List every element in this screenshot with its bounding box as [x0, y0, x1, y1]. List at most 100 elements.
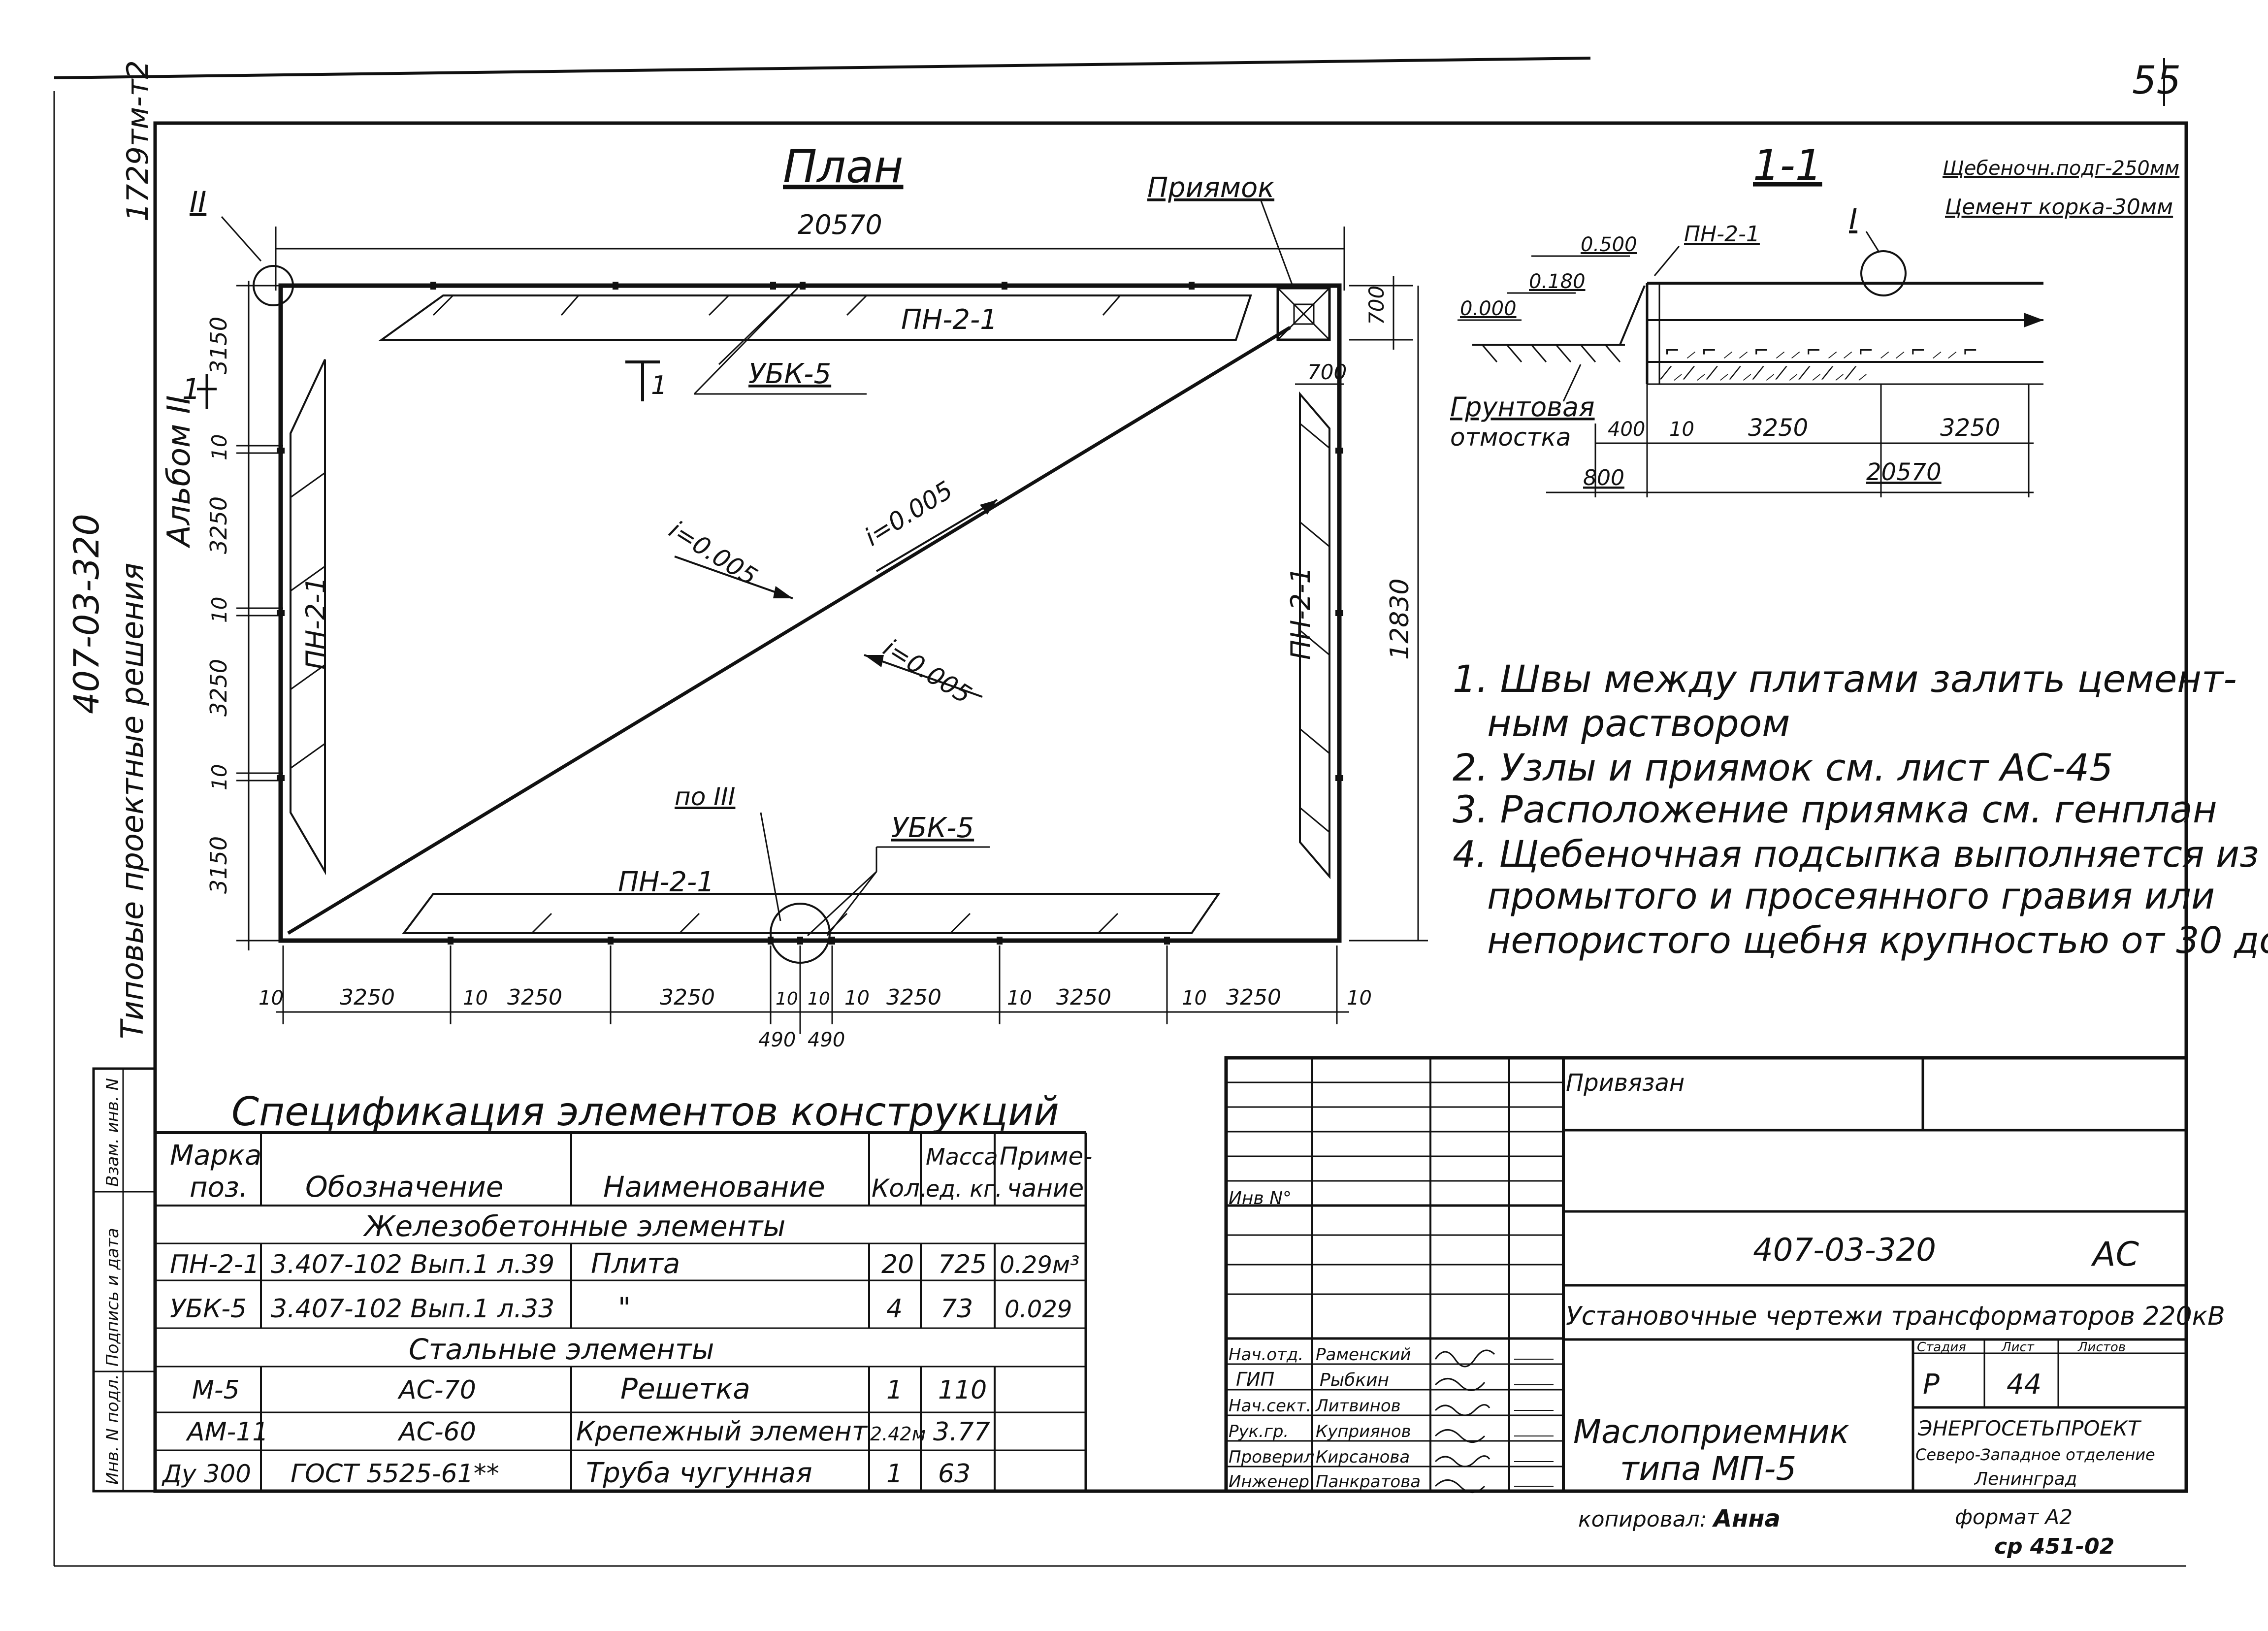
- inv-label: Инв N°: [1229, 1188, 1292, 1208]
- spec-table: Спецификация элементов конструкций Марка…: [155, 1089, 1092, 1492]
- title-name-2: типа МП-5: [1620, 1450, 1796, 1488]
- note-line-4: 3. Расположение приямка см. генплан: [1453, 787, 2217, 831]
- bottom-dim-10: 10: [1007, 987, 1032, 1010]
- right-slab-band: [1299, 391, 1330, 880]
- left-dim-2: 10: [207, 434, 231, 460]
- row3-des: АС-70: [397, 1375, 476, 1405]
- slope-arrow-3: i=0.005: [864, 633, 983, 710]
- row1-note: 0.29м³: [1000, 1251, 1079, 1279]
- slab-top-label: ПН-2-1: [901, 304, 998, 336]
- row5-name: Труба чугунная: [586, 1457, 812, 1489]
- row1-des: 3.407-102 Вып.1 л.39: [271, 1250, 554, 1279]
- role-2: ГИП: [1236, 1369, 1274, 1390]
- row5-des: ГОСТ 5525-61**: [291, 1459, 499, 1489]
- bottom-dim-11: 3250: [1056, 985, 1111, 1010]
- plan-view: План II 20570 Приямок: [182, 140, 1428, 1051]
- hdr-mark-1: Марка: [170, 1140, 261, 1172]
- left-slab-band: [290, 359, 326, 876]
- hdr-name: Наименование: [603, 1170, 825, 1204]
- note-line-2: ным раствором: [1487, 701, 1790, 745]
- row5-mass: 63: [938, 1459, 971, 1489]
- hdr-mark-2: поз.: [190, 1172, 248, 1204]
- title-desc: Установочные чертежи трансформаторов 220…: [1566, 1302, 2225, 1331]
- name-2: Рыбкин: [1320, 1370, 1389, 1390]
- row1-qty: 20: [881, 1250, 914, 1279]
- level-0000: 0.000: [1460, 297, 1517, 320]
- section-note-1: Щебеночн.подг-250мм: [1943, 157, 2179, 180]
- bottom-dim-13: 3250: [1226, 985, 1281, 1010]
- left-dim-3: 3250: [205, 496, 232, 554]
- dim-700-inner: 700: [1307, 360, 1347, 384]
- priyamok-label: Приямок: [1147, 172, 1274, 204]
- top-slab-ticks: [432, 294, 1121, 316]
- marker-ii-leader: [221, 216, 262, 261]
- ground-hatch: [1481, 344, 1621, 362]
- soil-label-2: отмостка: [1450, 423, 1571, 452]
- org-1: ЭНЕРГОСЕТЬПРОЕКТ: [1917, 1416, 2142, 1440]
- bottom-dim-9: 3250: [886, 985, 941, 1010]
- dim-700-side: 700: [1364, 286, 1389, 325]
- privyazan-label: Привязан: [1566, 1069, 1685, 1097]
- row1-mark: ПН-2-1: [170, 1250, 259, 1279]
- bottom-slab-band: [402, 893, 1221, 934]
- side-project: 407-03-320: [66, 514, 107, 714]
- spec-title: Спецификация элементов конструкций: [231, 1089, 1059, 1135]
- stamp-strip: Инв. N подл. Подпись и дата Взам. инв. N: [92, 1067, 157, 1493]
- section-dim-3250-b: 3250: [1940, 414, 2000, 442]
- slab-right-label: ПН-2-1: [1285, 567, 1316, 660]
- marker-i-circle: [1860, 250, 1907, 296]
- row2-qty: 4: [886, 1294, 903, 1324]
- bottom-dim-4: 3250: [507, 985, 562, 1010]
- title-block: Инв N° Привязан 407-03-320 АС Установочн…: [1224, 1056, 2225, 1493]
- left-dim-ticks: [236, 285, 283, 942]
- section-dim-3250-a: 3250: [1748, 414, 1808, 442]
- row3-name: Решетка: [620, 1372, 750, 1405]
- hdr-mass-2: ед. кг.: [926, 1175, 1003, 1202]
- top-header-line: [54, 57, 1591, 79]
- title-code: 407-03-320: [1753, 1232, 1936, 1269]
- left-slab-ticks: [290, 472, 325, 769]
- level-0180: 0.180: [1529, 270, 1586, 293]
- row1-mass: 725: [938, 1250, 987, 1279]
- note-line-1: 1. Швы между плитами залить цемент-: [1453, 657, 2237, 701]
- sheet-border: [153, 121, 2188, 1493]
- note-line-6: промытого и просеянного гравия или: [1487, 875, 2215, 917]
- format-label: формат А2: [1955, 1505, 2073, 1529]
- side-series: Типовые проектные решения: [114, 563, 150, 1039]
- bottom-dim-1: 10: [259, 987, 284, 1010]
- section-dim-400: 400: [1608, 418, 1645, 441]
- bottom-dim-7: 10: [808, 989, 830, 1009]
- bottom-dim-5: 3250: [660, 985, 715, 1010]
- role-5: Проверил: [1229, 1447, 1314, 1467]
- section-view: 1-1 Щебеночн.подг-250мм Цемент корка-30м…: [1450, 141, 2179, 497]
- row5-qty: 1: [886, 1459, 903, 1489]
- right-slab-ticks: [1299, 423, 1330, 833]
- svg-text:i=0.005: i=0.005: [878, 633, 976, 710]
- dim-490-b: 490: [808, 1029, 845, 1051]
- bottom-dim-2: 3250: [340, 985, 395, 1010]
- priyamok-leader: [1260, 199, 1294, 286]
- section-dim-800: 800: [1583, 465, 1624, 490]
- section-mark-center: 1: [651, 371, 667, 400]
- name-3: Литвинов: [1315, 1396, 1401, 1416]
- note-line-5: 4. Щебеночная подсыпка выполняется из: [1453, 833, 2259, 876]
- diagonal-ridge: [287, 326, 1291, 935]
- stamp-vzam: Взам. инв. N: [103, 1078, 123, 1187]
- row3-mass: 110: [938, 1375, 987, 1405]
- top-slab-band: [378, 294, 1252, 341]
- svg-text:i=0.005: i=0.005: [860, 476, 958, 552]
- listov-label: Листов: [2077, 1340, 2126, 1355]
- hdr-note-1: Приме-: [1000, 1142, 1092, 1171]
- slope-arrow-2: i=0.005: [860, 476, 998, 572]
- row3-qty: 1: [886, 1375, 903, 1405]
- ubk-top-label: УБК-5: [748, 358, 831, 390]
- row4-qty: 2.42м: [870, 1423, 926, 1445]
- row2-note: 0.029: [1004, 1296, 1072, 1323]
- role-3: Нач.сект.: [1229, 1396, 1311, 1416]
- note-line-3: 2. Узлы и приямок см. лист АС-45: [1453, 746, 2113, 789]
- priyamok-box: [1276, 287, 1331, 341]
- row4-des: АС-60: [397, 1417, 476, 1447]
- dim-490-a: 490: [758, 1029, 796, 1051]
- row4-mark: АМ-11: [186, 1417, 268, 1447]
